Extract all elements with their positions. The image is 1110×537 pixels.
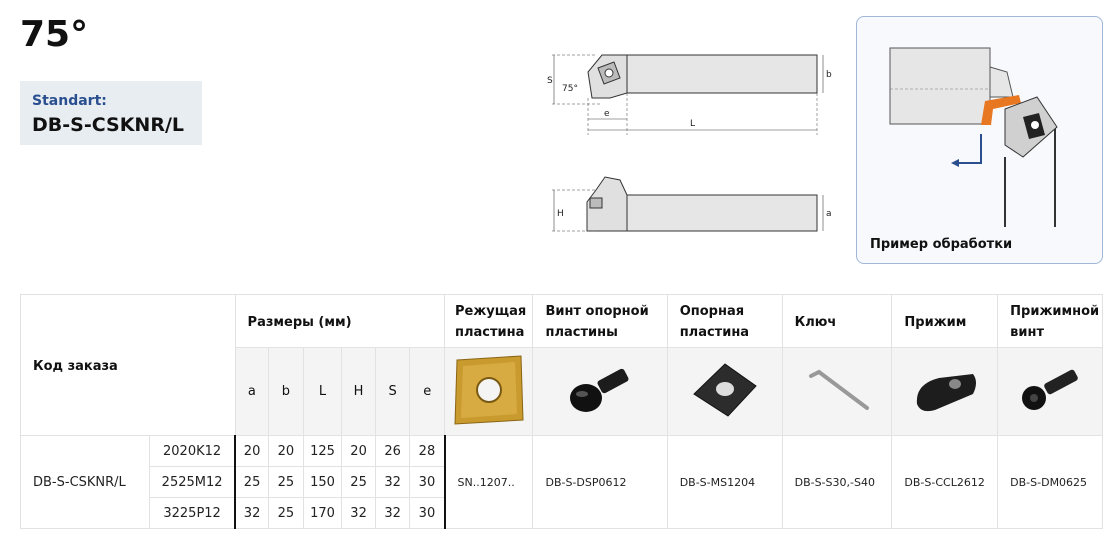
- value-l: 150: [302, 466, 343, 498]
- part-header-insert-label: Режущая пластина: [455, 304, 527, 340]
- part-header-shim-screw-label: Винт опорной пластины: [545, 304, 649, 340]
- spec-table: Код заказа Размеры (мм) Режущая пластина…: [19, 294, 1103, 529]
- value-l: 125: [302, 435, 343, 467]
- value-b: 25: [268, 466, 304, 498]
- clamp-screw-image-cell: [997, 347, 1103, 436]
- value-e: 28: [409, 435, 446, 467]
- part-code-insert: SN..1207..: [443, 435, 534, 529]
- dim-letter-e: e: [409, 347, 445, 436]
- size-code: 2020K12: [149, 435, 237, 467]
- size-code: 2525M12: [149, 466, 237, 498]
- size-code: 3225P12: [149, 497, 237, 529]
- value-a: 20: [234, 435, 270, 467]
- clamp-screw-icon: [1022, 369, 1078, 410]
- dim-letter-b: b: [268, 347, 304, 436]
- dim-label-b: b: [826, 70, 832, 80]
- order-code-header: Код заказа: [20, 294, 236, 436]
- dim-label-angle: 75°: [562, 84, 578, 94]
- shim-screw-image-cell: [532, 347, 668, 436]
- angle-title: 75°: [20, 14, 89, 55]
- value-e: 30: [409, 497, 446, 529]
- value-b: 20: [268, 435, 304, 467]
- part-header-clamp-screw-label: Прижимной винт: [1010, 304, 1100, 340]
- dim-letter-l: L: [302, 347, 343, 436]
- standard-box: Standart: DB-S-CSKNR/L: [20, 81, 202, 145]
- part-header-insert: Режущая пластина: [443, 294, 534, 348]
- dimensions-header: Размеры (мм): [234, 294, 446, 348]
- value-s: 32: [374, 466, 411, 498]
- shim-image-cell: [666, 347, 783, 436]
- part-header-key: Ключ: [781, 294, 893, 348]
- standard-code: DB-S-CSKNR/L: [32, 114, 184, 136]
- part-code-clamp: DB-S-CCL2612: [891, 435, 999, 529]
- value-h: 20: [341, 435, 376, 467]
- value-s: 32: [374, 497, 411, 529]
- value-a: 32: [234, 497, 270, 529]
- part-header-shim-screw: Винт опорной пластины: [532, 294, 668, 348]
- shim-screw-icon: [570, 368, 629, 412]
- part-code-shim-screw: DB-S-DSP0612: [532, 435, 668, 529]
- part-header-key-label: Ключ: [794, 314, 837, 330]
- dim-letter-h: H: [341, 347, 376, 436]
- hex-key-icon: [809, 369, 869, 410]
- part-code-key: DB-S-S30,-S40: [781, 435, 893, 529]
- part-code-clamp-screw: DB-S-DM0625: [997, 435, 1103, 529]
- shim-plate-icon: [692, 362, 757, 417]
- part-header-clamp-screw: Прижимной винт: [997, 294, 1103, 348]
- tool-drawing: S 75° b e L H a: [547, 54, 832, 232]
- dim-label-l: L: [690, 119, 695, 129]
- key-image-cell: [781, 347, 893, 436]
- dim-label-s: S: [547, 76, 553, 86]
- insert-image-cell: [443, 347, 534, 436]
- dim-letter-s: S: [374, 347, 411, 436]
- part-header-shim-label: Опорная пластина: [679, 304, 750, 340]
- example-caption: Пример обработки: [870, 237, 1013, 252]
- dim-label-e: e: [604, 109, 610, 119]
- order-code-cell: DB-S-CSKNR/L: [19, 435, 151, 529]
- value-a: 25: [234, 466, 270, 498]
- clamp-image-cell: [891, 347, 999, 436]
- dim-label-h: H: [557, 209, 564, 219]
- part-header-clamp: Прижим: [891, 294, 999, 348]
- dim-label-a: a: [826, 209, 832, 219]
- value-s: 26: [374, 435, 411, 467]
- standard-label: Standart:: [32, 93, 107, 109]
- part-header-shim: Опорная пластина: [666, 294, 783, 348]
- part-code-shim: DB-S-MS1204: [666, 435, 783, 529]
- value-h: 32: [341, 497, 376, 529]
- value-h: 25: [341, 466, 376, 498]
- part-header-clamp-label: Прижим: [904, 314, 967, 330]
- order-code-header-label: Код заказа: [33, 358, 118, 374]
- machining-example-illustration: [889, 47, 1058, 227]
- cutting-insert-icon: [454, 354, 524, 425]
- value-e: 30: [409, 466, 446, 498]
- value-b: 25: [268, 497, 304, 529]
- value-l: 170: [302, 497, 343, 529]
- side-view: H a: [552, 176, 832, 232]
- dimensions-header-label: Размеры (мм): [247, 314, 352, 330]
- top-view: S 75° b e L: [547, 54, 832, 135]
- machining-example-panel: Пример обработки: [856, 16, 1103, 264]
- clamp-icon: [916, 373, 976, 411]
- dim-letter-a: a: [234, 347, 270, 436]
